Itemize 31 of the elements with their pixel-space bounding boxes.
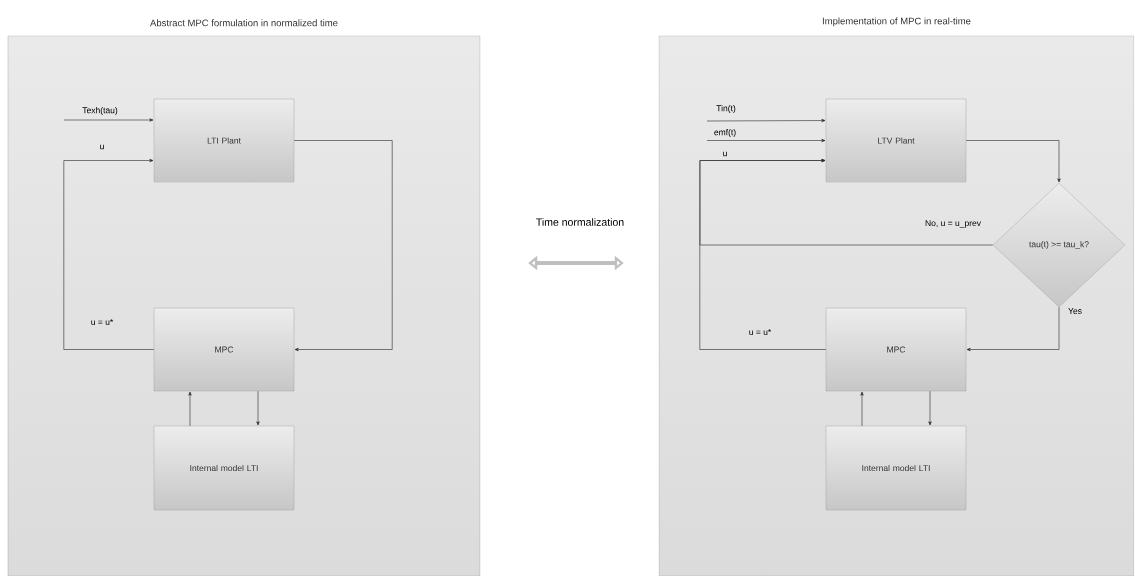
arrow — [699, 158, 994, 246]
arrow — [966, 306, 1060, 352]
process-box: LTI Plant — [153, 98, 295, 183]
panel-title: Implementation of MPC in real-time — [822, 17, 971, 27]
edge-label: Tin(t) — [716, 105, 736, 113]
arrow — [63, 158, 155, 350]
arrow — [860, 391, 864, 427]
edge-label: Yes — [1068, 308, 1082, 314]
process-box: LTV Plant — [825, 98, 967, 183]
process-box: Internal model LTI — [825, 425, 967, 511]
edge-label: u = u* — [91, 319, 114, 325]
process-box: MPC — [825, 307, 967, 392]
edge-label: Texh(tau) — [82, 107, 118, 115]
edge-label: u = u* — [749, 329, 772, 335]
arrow — [706, 138, 826, 143]
arrow — [256, 390, 260, 426]
signal-label: u — [100, 144, 104, 150]
edge-label: Time normalization — [536, 218, 624, 226]
edge-label: No, u = u_prev — [925, 220, 981, 228]
process-box: Internal model LTI — [153, 425, 295, 511]
double-arrow — [528, 255, 624, 271]
arrow — [293, 140, 393, 352]
arrow — [706, 118, 826, 123]
panel-title: Abstract MPC formulation in normalized time — [150, 19, 338, 27]
arrow — [965, 140, 1061, 183]
arrow — [188, 391, 192, 427]
edge-label: emf(t) — [714, 129, 736, 137]
arrow — [63, 118, 154, 122]
signal-label: u — [723, 151, 727, 157]
process-box: MPC — [153, 307, 295, 392]
arrow — [928, 390, 932, 426]
